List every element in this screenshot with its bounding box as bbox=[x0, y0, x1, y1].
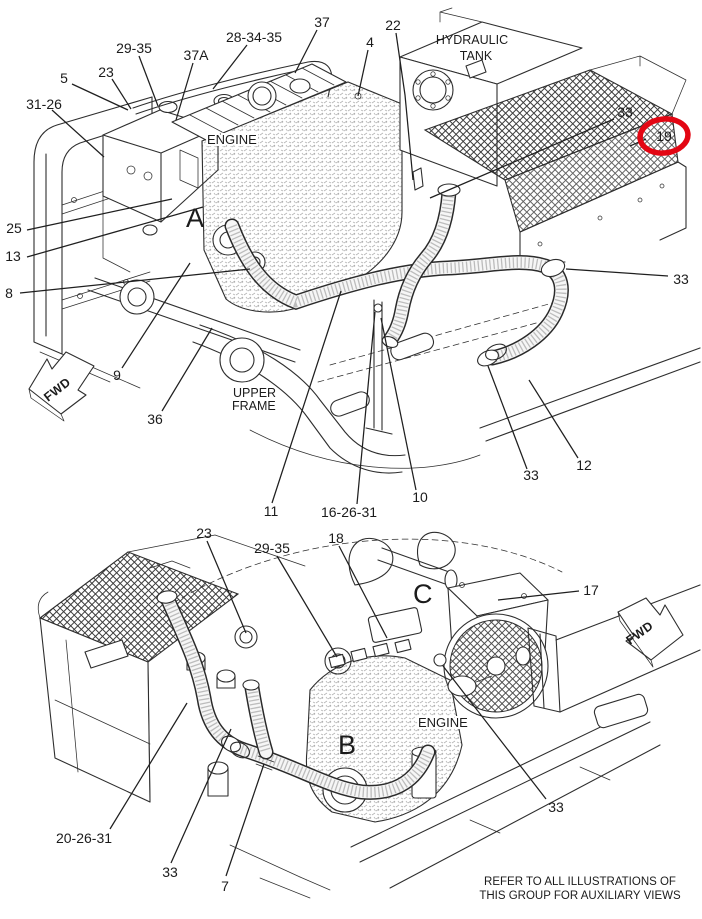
callout-12: 12 bbox=[576, 457, 592, 473]
callout-29-35: 29-35 bbox=[116, 40, 152, 56]
callout-10: 10 bbox=[412, 489, 428, 505]
callout-31-26: 31-26 bbox=[26, 96, 62, 112]
callout-8: 8 bbox=[5, 285, 13, 301]
callout-36: 36 bbox=[147, 411, 163, 427]
callout-37A: 37A bbox=[184, 47, 210, 63]
upper-frame-label-line1: UPPER bbox=[233, 386, 276, 400]
callout-13: 13 bbox=[5, 248, 21, 264]
callout-22: 22 bbox=[385, 17, 401, 33]
upper-frame: UPPER FRAME bbox=[87, 92, 701, 474]
engine-label-top: ENGINE bbox=[207, 132, 257, 147]
leader-lines-top bbox=[19, 29, 669, 505]
figure-bottom-machine-view: C ENGINE bbox=[37, 525, 701, 899]
radiator-bottom bbox=[37, 534, 306, 803]
callout-37: 37 bbox=[314, 14, 330, 30]
callout-23-b: 23 bbox=[196, 525, 212, 541]
fwd-arrow-bottom: FWD bbox=[617, 597, 684, 668]
callout-33-mid: 33 bbox=[673, 271, 689, 287]
callout-23: 23 bbox=[98, 64, 114, 80]
hydraulic-tank-label-line2: TANK bbox=[460, 49, 493, 63]
callouts-bottom: 23 29-35 18 17 20-26-31 33 7 33 bbox=[56, 525, 599, 894]
callout-33-left: 33 bbox=[162, 864, 178, 880]
frame-rails-bottom bbox=[229, 584, 701, 899]
footer-note-line1: REFER TO ALL ILLUSTRATIONS OF bbox=[484, 876, 676, 888]
figure-top-machine-view: ENGINE A HYDRAULIC TANK bbox=[5, 7, 701, 520]
callout-29-35-b: 29-35 bbox=[254, 540, 290, 556]
callout-11: 11 bbox=[264, 503, 279, 519]
callout-19: 19 bbox=[656, 128, 672, 144]
callout-25: 25 bbox=[6, 220, 22, 236]
coolant-hoses-top bbox=[224, 183, 569, 367]
callout-33-hose: 33 bbox=[523, 467, 539, 483]
callout-33-right: 33 bbox=[548, 799, 564, 815]
red-highlight-ellipse-19 bbox=[637, 116, 691, 156]
engine-assembly-bottom: ENGINE B bbox=[207, 613, 561, 823]
callout-16-26-31: 16-26-31 bbox=[321, 504, 377, 520]
callout-28-34-35: 28-34-35 bbox=[226, 29, 282, 45]
footer-note-line2: THIS GROUP FOR AUXILIARY VIEWS bbox=[479, 890, 681, 902]
upper-frame-label-line2: FRAME bbox=[232, 399, 276, 413]
callout-33-tank: 33 bbox=[617, 104, 633, 120]
callouts-top: 5 23 29-35 37A 28-34-35 37 4 22 31-26 25… bbox=[5, 14, 689, 520]
leader-lines-bottom bbox=[109, 540, 580, 877]
callout-17: 17 bbox=[583, 582, 599, 598]
callout-7: 7 bbox=[221, 878, 229, 894]
coolant-hoses-bottom bbox=[156, 590, 436, 800]
callout-5: 5 bbox=[60, 70, 68, 86]
callout-20-26-31: 20-26-31 bbox=[56, 830, 112, 846]
callout-9: 9 bbox=[113, 367, 121, 383]
callout-4: 4 bbox=[366, 34, 374, 50]
engine-label-bottom: ENGINE bbox=[418, 715, 468, 730]
fwd-arrow-top: FWD bbox=[28, 351, 95, 422]
hydraulic-tank-label-line1: HYDRAULIC bbox=[436, 33, 508, 47]
view-c-label: C bbox=[413, 579, 433, 609]
callout-18: 18 bbox=[328, 530, 344, 546]
footer-note: REFER TO ALL ILLUSTRATIONS OF THIS GROUP… bbox=[479, 876, 681, 902]
view-b-label: B bbox=[338, 730, 356, 760]
